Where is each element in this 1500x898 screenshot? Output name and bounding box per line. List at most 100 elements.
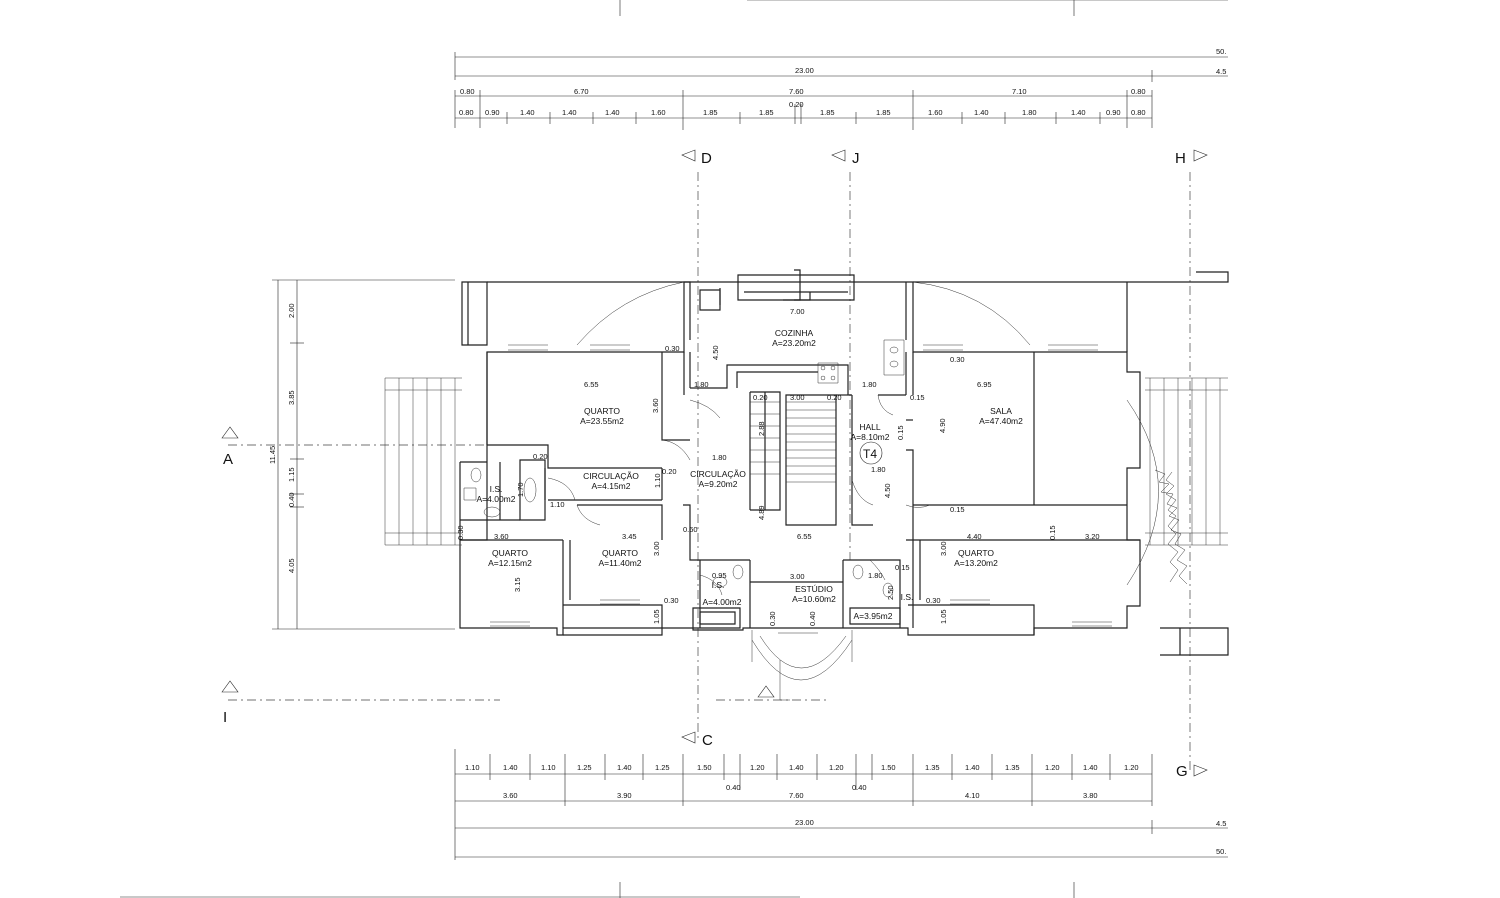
room-circ2-name: CIRCULAÇÃO [690, 469, 746, 479]
idim-36: 0.95 [712, 571, 727, 580]
room-estudio-name: ESTÚDIO [795, 584, 833, 594]
idim-38: 0.15 [895, 563, 910, 572]
marker-a: A [223, 451, 233, 468]
dim-left-0: 2.00 [287, 303, 296, 318]
dim-left-3: 1.15 [287, 467, 296, 482]
dim-bot-row2-2: 7.60 [789, 791, 804, 800]
dim-left-1: 3.85 [287, 390, 296, 405]
idim-7: 3.00 [790, 393, 805, 402]
dim-top-row1-4: 0.80 [1131, 87, 1146, 96]
dim-overall-23: 23.00 [795, 66, 814, 75]
idim-5: 3.60 [651, 398, 660, 413]
room-quarto4-area: A=13.20m2 [954, 558, 998, 568]
dim-bot-row1-9: 1.20 [829, 763, 844, 772]
idim-40: 1.05 [652, 609, 661, 624]
dim-top-row2-8: 1.85 [820, 108, 835, 117]
dim-top-row2-10: 1.60 [928, 108, 943, 117]
idim-8: 0.20 [827, 393, 842, 402]
marker-h: H [1175, 150, 1186, 167]
dim-overall-45: 4.5 [1216, 67, 1226, 76]
idim-20: 1.70 [516, 482, 525, 497]
idim-18: 0.20 [662, 467, 677, 476]
unit-tag-label: T4 [863, 447, 877, 461]
idim-29: 0.60 [683, 525, 698, 534]
idim-30: 4.89 [757, 505, 766, 520]
dim-left-4: 0.40 [287, 492, 296, 507]
room-quarto3-name: QUARTO [602, 548, 638, 558]
unit-tag: T4 [859, 441, 883, 465]
section-markers: D J H A I C G [221, 149, 1208, 780]
bottom-dimension-texts: 1.10 1.40 1.10 1.25 1.40 1.25 1.50 1.20 … [465, 763, 1226, 856]
interior-dimension-texts: 7.00 4.50 0.30 6.55 1.80 3.60 0.20 3.00 … [456, 307, 1100, 626]
room-quarto3-area: A=11.40m2 [598, 558, 641, 568]
dim-top-row2-7: 1.85 [759, 108, 774, 117]
room-is1-area: A=4.00m2 [477, 494, 516, 504]
room-quarto2-name: QUARTO [492, 548, 528, 558]
dim-top-row2-0: 0.80 [459, 108, 474, 117]
dim-bot-row1-0: 1.10 [465, 763, 480, 772]
idim-45: 0.30 [768, 611, 777, 626]
room-circ1-area: A=4.15m2 [592, 481, 631, 491]
idim-47: 1.80 [871, 465, 886, 474]
dim-top-row2-9: 1.85 [876, 108, 891, 117]
marker-g: G [1176, 763, 1188, 780]
dim-left-5: 4.05 [287, 558, 296, 573]
idim-16: 0.20 [533, 452, 548, 461]
room-cozinha-area: A=23.20m2 [772, 338, 816, 348]
dim-top-row2-11: 1.40 [974, 108, 989, 117]
dim-bot-gap-0: 0.40 [726, 783, 741, 792]
section-lines [228, 172, 1191, 770]
idim-14: 4.90 [938, 418, 947, 433]
bottom-dimension-lines [120, 749, 1228, 898]
room-is3-area: A=3.95m2 [854, 611, 893, 621]
idim-11: 0.30 [950, 355, 965, 364]
idim-19: 1.10 [653, 473, 662, 488]
dim-bot-row1-8: 1.40 [789, 763, 804, 772]
idim-35: 3.15 [513, 577, 522, 592]
room-circ1-name: CIRCULAÇÃO [583, 471, 639, 481]
dim-top-row1-0: 0.80 [460, 87, 475, 96]
dim-bot-row1-1: 1.40 [503, 763, 518, 772]
dim-top-row2-15: 0.80 [1131, 108, 1146, 117]
dim-top-row2-12: 1.80 [1022, 108, 1037, 117]
idim-22: 4.50 [883, 483, 892, 498]
idim-27: 3.60 [494, 532, 509, 541]
idim-39: 2.50 [886, 585, 895, 600]
idim-28: 3.45 [622, 532, 637, 541]
idim-32: 3.00 [652, 541, 661, 556]
dim-top-row2-14: 0.90 [1106, 108, 1121, 117]
dim-bot-row2-4: 3.80 [1083, 791, 1098, 800]
idim-41: 0.30 [664, 596, 679, 605]
idim-25: 0.15 [1048, 525, 1057, 540]
marker-c: C [702, 732, 713, 749]
room-is2-name: I.S. [712, 580, 725, 590]
idim-0: 7.00 [790, 307, 805, 316]
dim-top-row2-13: 1.40 [1071, 108, 1086, 117]
marker-i: I [223, 709, 227, 726]
walls [459, 269, 1229, 656]
idim-23: 0.15 [950, 505, 965, 514]
dim-top-row1-3: 7.10 [1012, 87, 1027, 96]
idim-13: 0.15 [910, 393, 925, 402]
dim-top-row2-5: 1.60 [651, 108, 666, 117]
dim-top-row2-2: 1.40 [520, 108, 535, 117]
dim-top-row2-4: 1.40 [605, 108, 620, 117]
dim-top-row2-1: 0.90 [485, 108, 500, 117]
dim-overall-50: 50. [1216, 47, 1226, 56]
dim-bot-row1-15: 1.40 [1083, 763, 1098, 772]
dim-bot-row1-3: 1.25 [577, 763, 592, 772]
room-estudio-area: A=10.60m2 [792, 594, 836, 604]
dim-top-row2-3: 1.40 [562, 108, 577, 117]
room-quarto2-area: A=12.15m2 [488, 558, 532, 568]
idim-26: 3.20 [1085, 532, 1100, 541]
dim-bot-row2-0: 3.60 [503, 791, 518, 800]
dim-bot-row1-13: 1.35 [1005, 763, 1020, 772]
dim-left-2: 11.45 [268, 446, 277, 464]
dim-bot-overall-23: 23.00 [795, 818, 814, 827]
dim-top-row1-1: 6.70 [574, 87, 589, 96]
top-dimension-texts: 50. 23.00 4.5 0.80 6.70 7.60 7.10 0.80 0… [459, 47, 1226, 117]
room-quarto4-name: QUARTO [958, 548, 994, 558]
dim-bot-row1-14: 1.20 [1045, 763, 1060, 772]
idim-9: 2.88 [757, 421, 766, 436]
idim-4: 1.80 [694, 380, 709, 389]
